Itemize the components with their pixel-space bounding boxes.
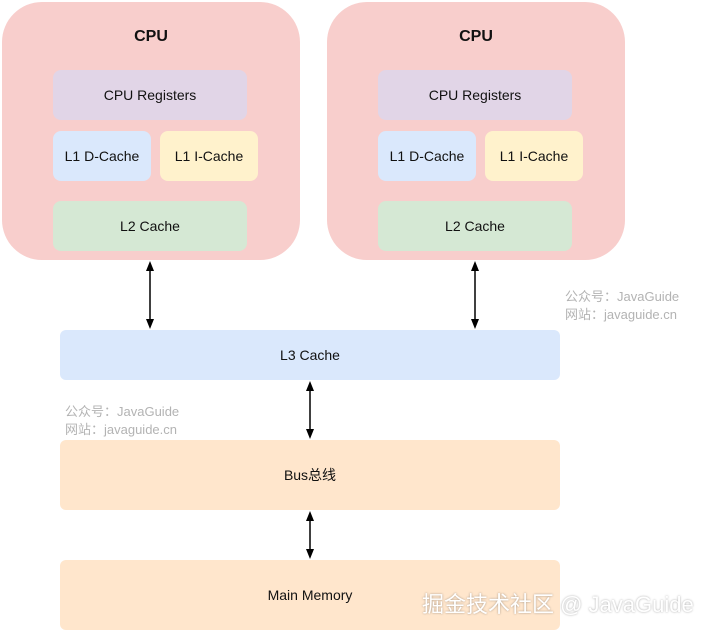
l2-cache: L2 Cache: [378, 201, 572, 251]
l2-cache: L2 Cache: [53, 201, 247, 251]
watermark-left: 公众号：JavaGuide 网站：javaguide.cn: [65, 403, 179, 439]
l3-cache: L3 Cache: [60, 330, 560, 380]
system-bus: Bus总线: [60, 440, 560, 510]
l1-instruction-cache: L1 I-Cache: [485, 131, 583, 181]
l1-instruction-cache: L1 I-Cache: [160, 131, 258, 181]
cpu-box-2: CPU CPU Registers L1 D-Cache L1 I-Cache …: [327, 2, 625, 260]
watermark-line: 网站：javaguide.cn: [565, 307, 677, 322]
main-memory: Main Memory: [60, 560, 560, 630]
watermark-line: 公众号：JavaGuide: [65, 404, 180, 419]
watermark-right: 公众号：JavaGuide 网站：javaguide.cn: [565, 288, 679, 324]
cpu-title: CPU: [134, 28, 168, 45]
watermark-line: 网站：javaguide.cn: [65, 422, 177, 437]
l1-data-cache: L1 D-Cache: [53, 131, 151, 181]
cpu-title: CPU: [459, 28, 493, 45]
cpu-box-1: CPU CPU Registers L1 D-Cache L1 I-Cache …: [2, 2, 300, 260]
cpu-registers: CPU Registers: [378, 70, 572, 120]
brand-watermark: 掘金技术社区 @ JavaGuide: [422, 592, 694, 617]
l1-data-cache: L1 D-Cache: [378, 131, 476, 181]
watermark-line: 公众号：JavaGuide: [565, 289, 680, 304]
cpu-registers: CPU Registers: [53, 70, 247, 120]
